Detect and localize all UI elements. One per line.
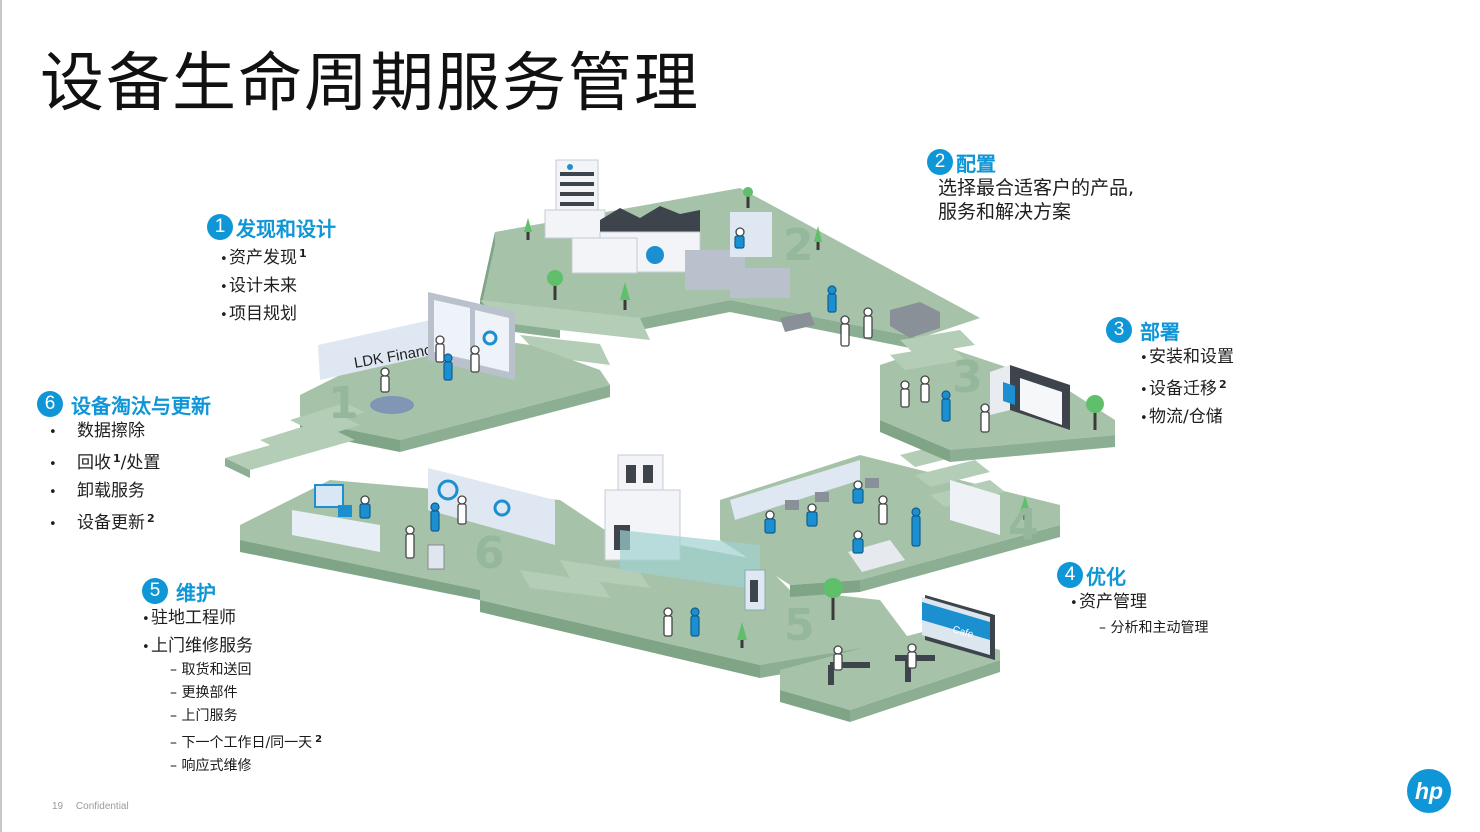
step-title: 发现和设计 [236, 216, 336, 241]
sub-list-item: – 取货和送回 [170, 662, 252, 678]
hp-delivery-truck [990, 365, 1070, 430]
slide-footer: 19 Confidential [52, 801, 129, 812]
step-title: 配置 [956, 151, 996, 176]
boxes-stack [780, 302, 940, 338]
sub-list-item: – 响应式维修 [170, 758, 252, 774]
hp-logo: hp [1407, 769, 1451, 813]
cafe-area: Cafe [828, 595, 995, 685]
step-title: 设备淘汰与更新 [71, 393, 211, 418]
slide-title: 设备生命周期服务管理 [40, 47, 700, 121]
list-item: •数据擦除 [49, 421, 145, 441]
step-description-line: 服务和解决方案 [938, 201, 1072, 223]
zone-numbers: 1 2 3 4 5 6 [328, 220, 1039, 651]
hp-factory [544, 159, 790, 298]
step-number-badge: 5 [142, 578, 168, 604]
people [359, 227, 990, 671]
zone-number-2: 2 [783, 220, 814, 271]
list-item: •项目规划 [220, 304, 297, 324]
stairs-1-6 [225, 403, 365, 478]
sub-list-item: – 更换部件 [170, 685, 238, 701]
step-title: 部署 [1140, 319, 1180, 344]
trees [524, 187, 1104, 648]
list-item: •设计未来 [220, 276, 297, 296]
step-number-badge: 4 [1057, 562, 1083, 588]
platform-cafe [780, 630, 1000, 722]
slide-left-border [0, 0, 2, 832]
zone-number-1: 1 [328, 378, 359, 429]
list-item: •物流/仓储 [1140, 407, 1223, 427]
sub-list-item: – 上门服务 [170, 708, 238, 724]
zone-number-3: 3 [952, 352, 983, 403]
confidential-label: Confidential [75, 801, 129, 812]
recycle-wall [292, 468, 555, 570]
step-2-configure: 2 配置 选择最合适客户的产品, 服务和解决方案 [927, 148, 1134, 224]
zone-number-4: 4 [1008, 500, 1039, 551]
step-title: 维护 [176, 580, 216, 605]
list-item: •资产管理 [1070, 592, 1147, 612]
list-item: •卸载服务 [49, 481, 145, 501]
step-5-maintain: 5 维护 •驻地工程师 •上门维修服务 – 取货和送回 – 更换部件 – 上门服… [142, 577, 322, 778]
step-number-badge: 2 [927, 149, 953, 175]
zone-number-5: 5 [784, 600, 815, 651]
stairs-2-3 [890, 330, 975, 370]
service-center-building [604, 454, 766, 611]
step-4-optimize: 4 优化 •资产管理 – 分析和主动管理 [1057, 561, 1208, 640]
step-number-badge: 6 [37, 391, 63, 417]
page-number: 19 [52, 801, 64, 812]
step-description-line: 选择最合适客户的产品, [938, 177, 1135, 199]
step-title: 优化 [1086, 564, 1126, 589]
svg-text:hp: hp [1415, 778, 1443, 804]
list-item: •驻地工程师 [142, 608, 236, 628]
sub-list-item: – 分析和主动管理 [1099, 620, 1209, 636]
zone-number-6: 6 [474, 528, 505, 579]
step-number-badge: 3 [1106, 317, 1132, 343]
step-number-badge: 1 [207, 214, 233, 240]
list-item: •安装和设置 [1140, 347, 1234, 367]
list-item: •上门维修服务 [142, 636, 253, 656]
